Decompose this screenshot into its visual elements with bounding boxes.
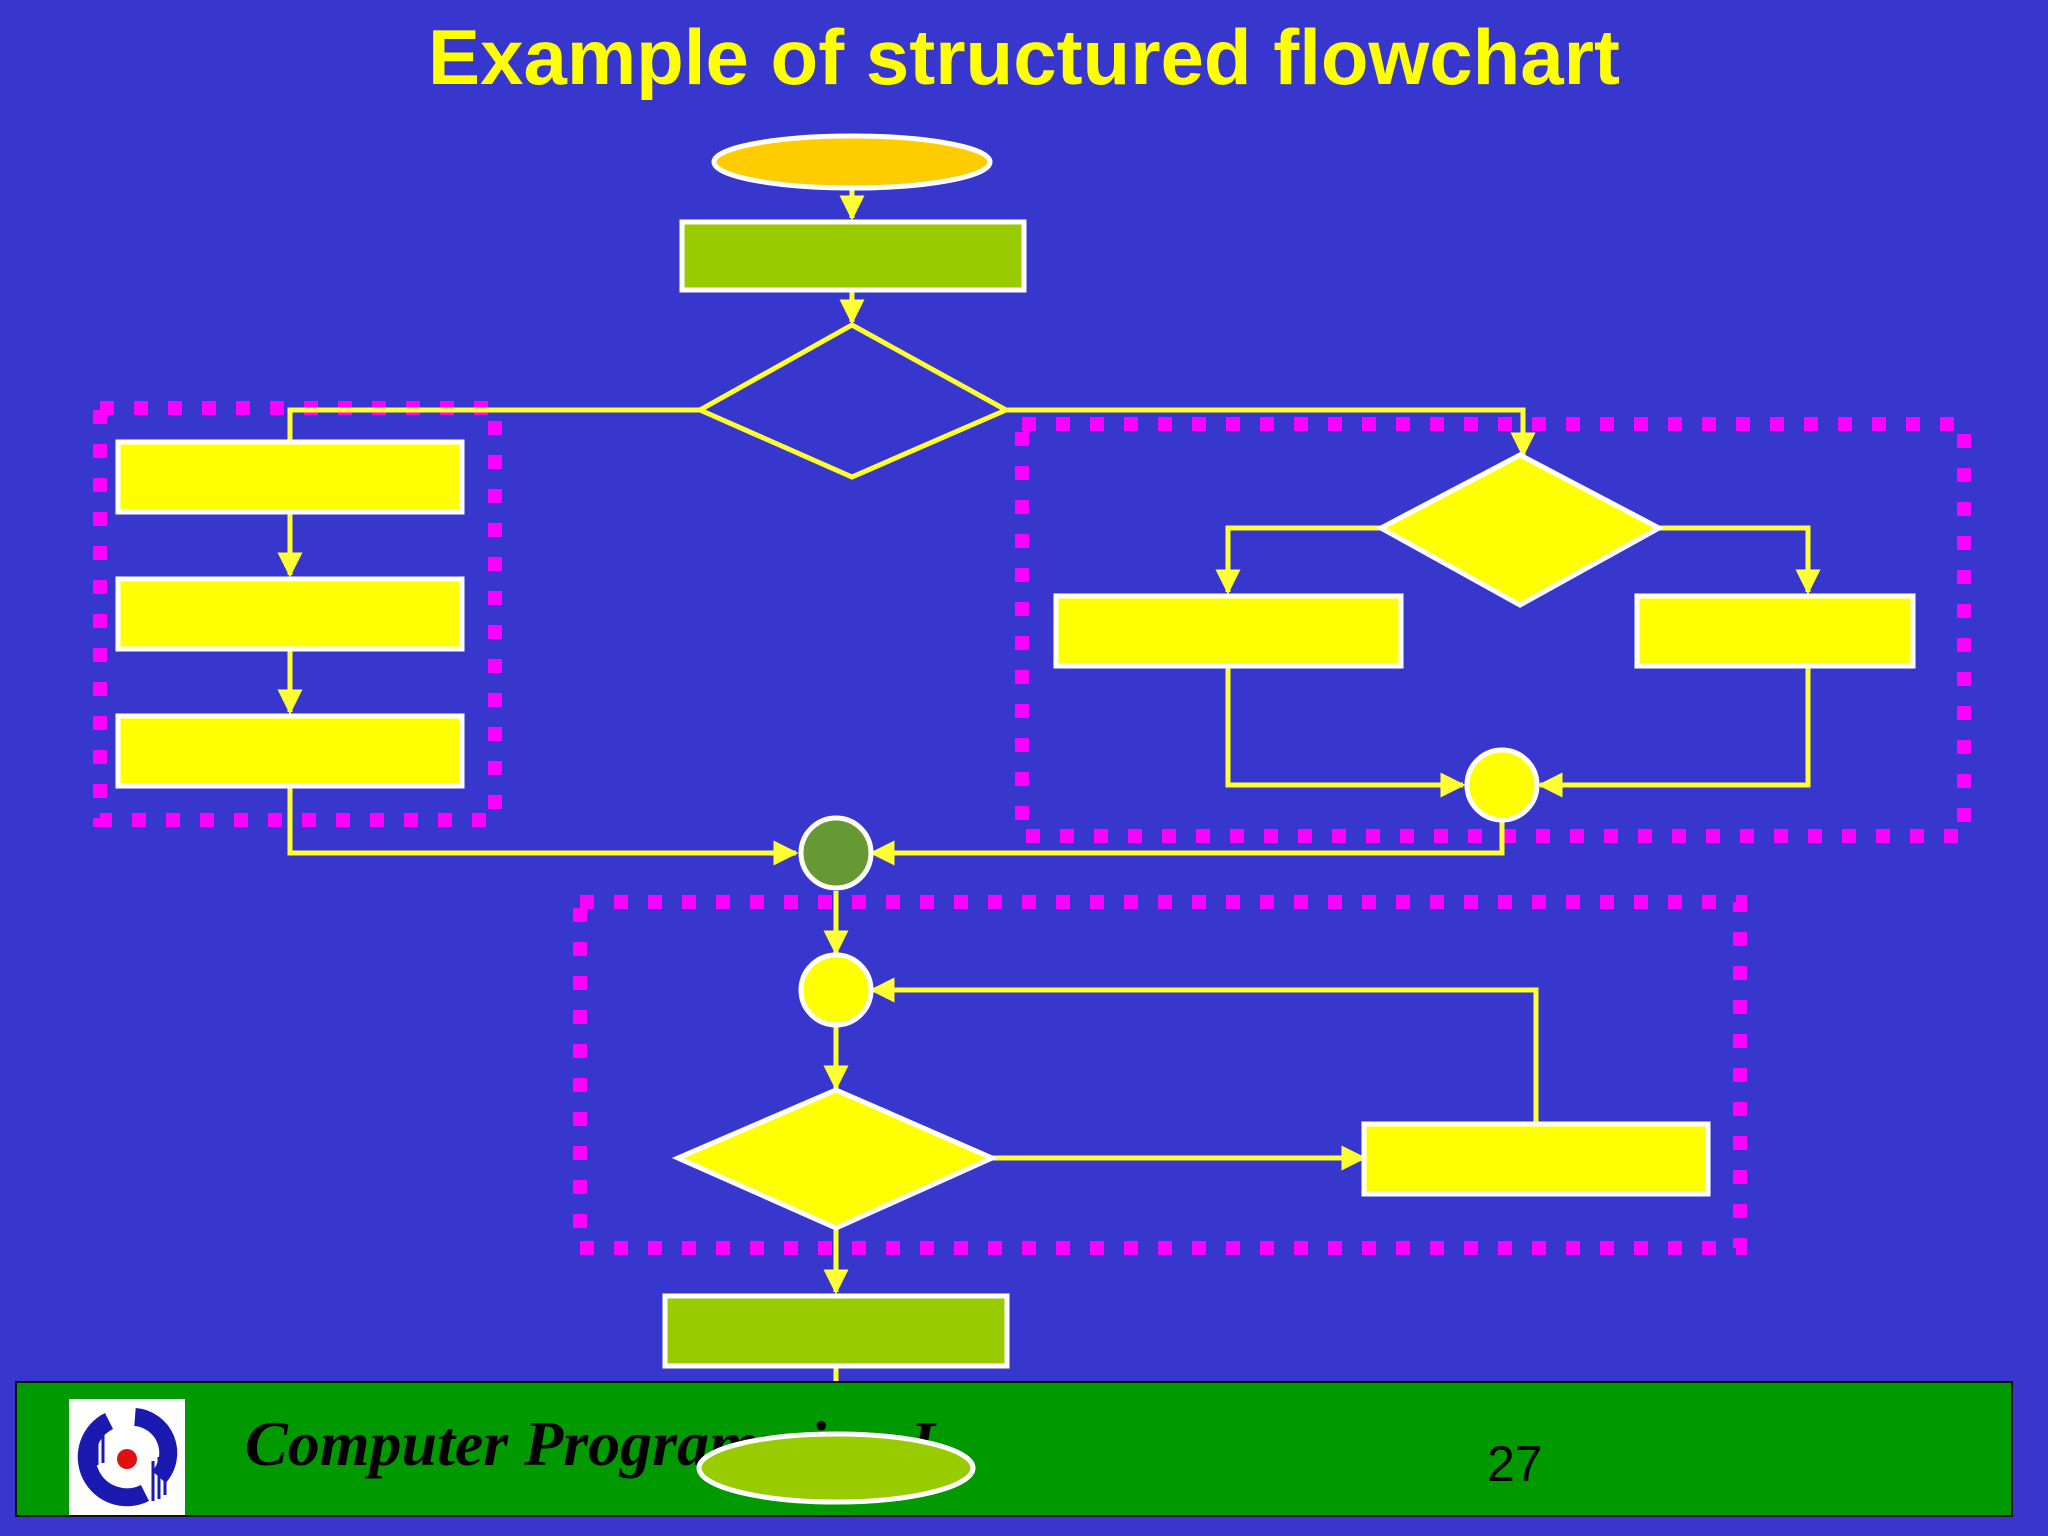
loop-group-outline (573, 895, 1747, 1255)
selection-join-node (1464, 747, 1540, 823)
selection-box-right (1634, 593, 1916, 669)
connector-decision-left-branch (287, 407, 700, 440)
process-box-initial (679, 219, 1027, 293)
sequence-step-1 (115, 439, 465, 515)
page-number: 27 (1487, 1436, 1543, 1492)
slide-title: Example of structured flowchart (428, 13, 1620, 101)
connector-decision-right-branch (1006, 407, 1536, 458)
end-terminal (696, 1431, 976, 1505)
connector-inner-decision-right (1659, 525, 1821, 595)
connector-inner-decision-left (1215, 525, 1381, 595)
connector-join-to-merge (869, 819, 1505, 866)
connector-right-box-to-join (1537, 666, 1811, 798)
connector-left-box-to-join (1225, 666, 1466, 798)
sequence-step-3 (115, 713, 465, 789)
selection-box-left (1053, 593, 1404, 669)
loop-join-node (798, 952, 874, 1028)
sequence-group-outline (93, 401, 502, 827)
sequence-step-2 (115, 576, 465, 652)
connector-loop-back (869, 977, 1539, 1124)
decision-selection (1375, 452, 1665, 608)
decision-main (694, 322, 1012, 480)
connector-seq-to-merge (287, 786, 799, 866)
loop-body-box (1361, 1121, 1711, 1197)
merge-node (798, 815, 874, 891)
start-terminal (711, 133, 993, 191)
university-logo-icon (69, 1399, 185, 1515)
process-box-final (662, 1293, 1010, 1369)
decision-loop (671, 1087, 999, 1231)
